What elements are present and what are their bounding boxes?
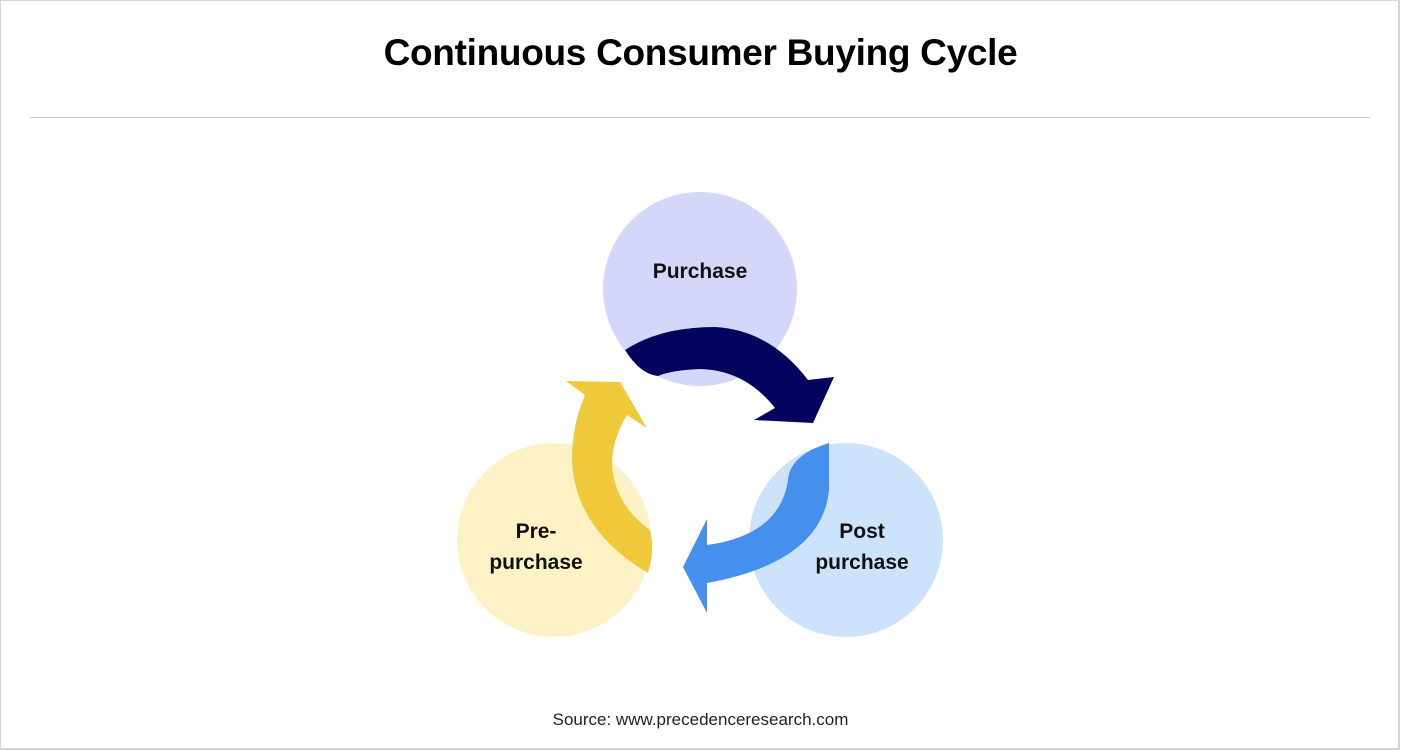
- arrow-pre-to-purchase-icon: [566, 381, 653, 573]
- pre-purchase-label-line-1: Pre-: [516, 520, 557, 543]
- source-caption: Source: www.precedenceresearch.com: [552, 710, 849, 729]
- purchase-label: Purchase: [653, 260, 748, 283]
- title-divider: [30, 117, 1370, 118]
- post-purchase-label-line-1: Post: [839, 520, 885, 543]
- arrow-post-to-pre-icon: [683, 443, 829, 613]
- diagram-title: Continuous Consumer Buying Cycle: [383, 32, 1018, 73]
- arrow-purchase-to-post-icon: [625, 327, 834, 423]
- pre-purchase-label-line-2: purchase: [489, 551, 582, 574]
- post-purchase-label-line-2: purchase: [815, 551, 908, 574]
